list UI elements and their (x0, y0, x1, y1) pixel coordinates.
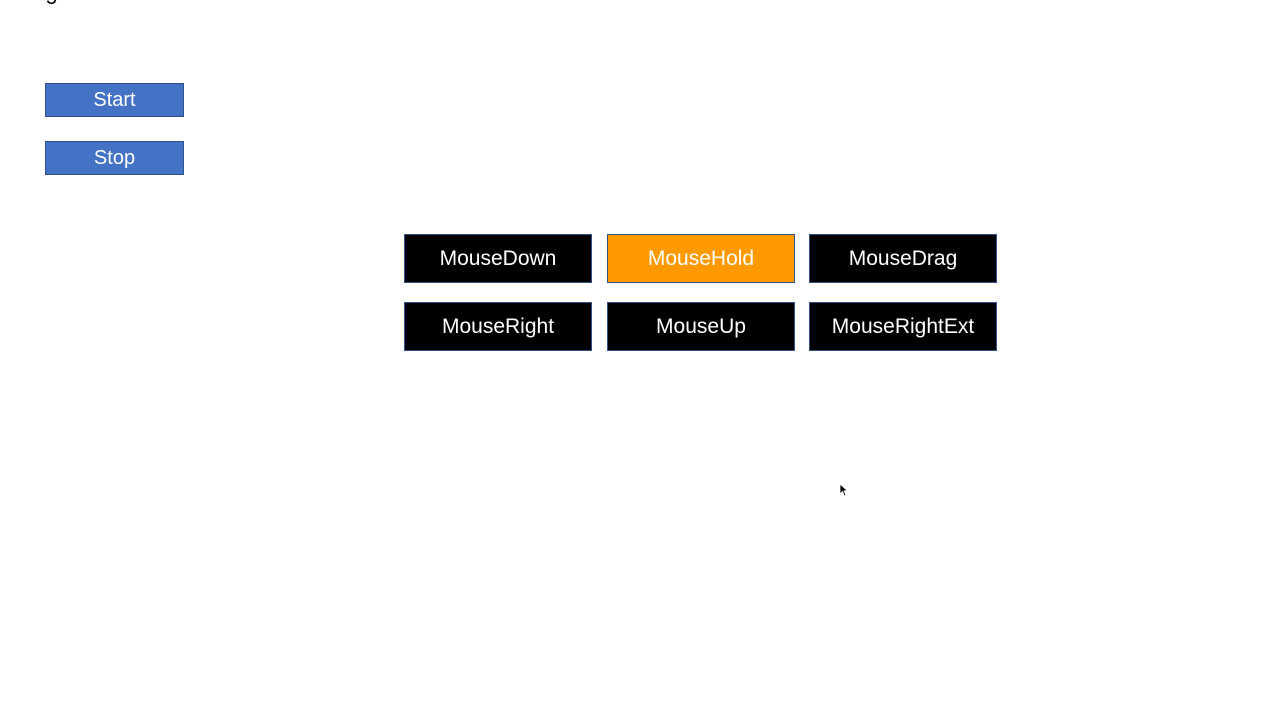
mouse-up-indicator[interactable]: MouseUp (607, 302, 795, 351)
mouse-drag-indicator[interactable]: MouseDrag (809, 234, 997, 283)
mouse-hold-indicator[interactable]: MouseHold (607, 234, 795, 283)
stop-button[interactable]: Stop (45, 141, 184, 175)
counter-text: 5 (46, 0, 57, 8)
mouse-right-indicator[interactable]: MouseRight (404, 302, 592, 351)
mouse-right-ext-indicator[interactable]: MouseRightExt (809, 302, 997, 351)
mouse-pointer-icon (839, 483, 849, 497)
start-button[interactable]: Start (45, 83, 184, 117)
mouse-down-indicator[interactable]: MouseDown (404, 234, 592, 283)
